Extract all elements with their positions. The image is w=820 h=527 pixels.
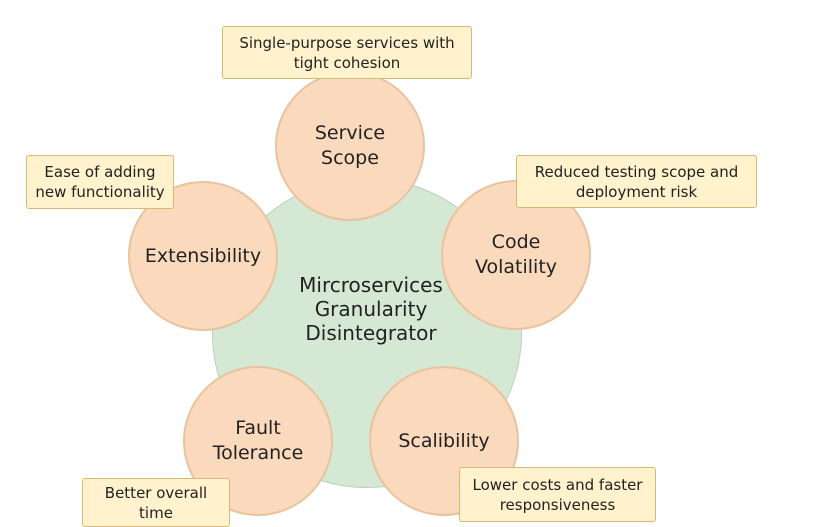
code-volatility-label: Code Volatility bbox=[474, 231, 558, 278]
fault-tolerance-note: Better overall time bbox=[82, 478, 230, 527]
code-volatility-note: Reduced testing scope and deployment ris… bbox=[516, 155, 757, 208]
fault-tolerance-circle: Fault Tolerance bbox=[183, 366, 333, 516]
service-scope-note: Single-purpose services with tight cohes… bbox=[222, 26, 472, 79]
center-label: Mircroservices Granularity Disintegrator bbox=[299, 273, 443, 345]
scalability-label: Scalibility bbox=[398, 429, 490, 452]
fault-tolerance-label: Fault Tolerance bbox=[212, 417, 304, 464]
service-scope-circle: Service Scope bbox=[275, 71, 425, 221]
service-scope-label: Service Scope bbox=[314, 122, 386, 169]
scalability-note: Lower costs and faster responsiveness bbox=[459, 467, 656, 522]
extensibility-note: Ease of adding new functionality bbox=[26, 155, 174, 209]
extensibility-label: Extensibility bbox=[144, 244, 262, 267]
